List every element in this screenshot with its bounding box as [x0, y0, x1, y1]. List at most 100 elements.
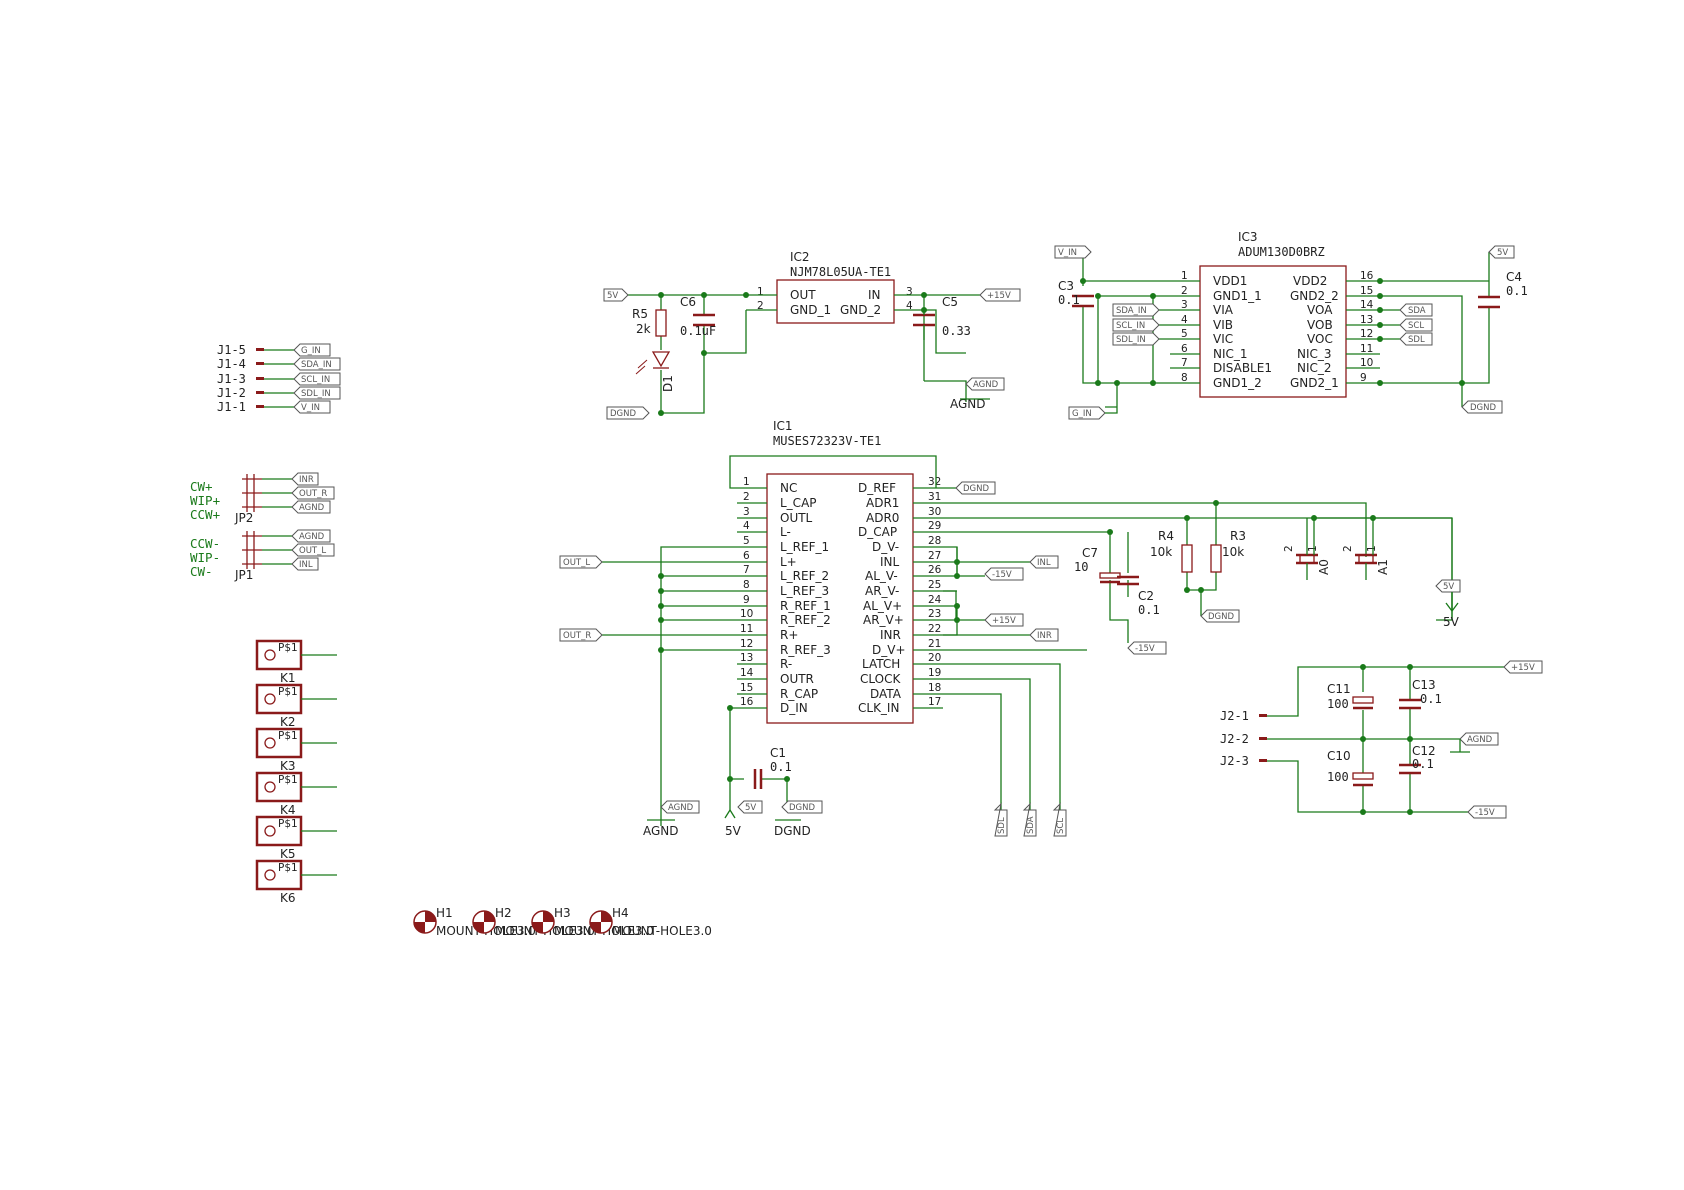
net-label-sdl: SDL	[1399, 332, 1433, 346]
svg-text:DGND: DGND	[610, 409, 636, 419]
svg-text:2: 2	[1181, 285, 1188, 297]
svg-text:1: 1	[1307, 545, 1319, 552]
j1-pin-2: J1-2	[217, 386, 246, 400]
net-label-plus15v: +15V	[1503, 660, 1543, 674]
svg-text:4: 4	[906, 300, 913, 312]
svg-text:C2: C2	[1138, 589, 1154, 603]
net-label-dgnd: DGND	[1200, 609, 1240, 623]
svg-text:L+: L+	[780, 555, 797, 569]
svg-text:SCL_IN: SCL_IN	[1116, 321, 1145, 331]
net-label-inr: INR	[1029, 628, 1059, 642]
pad-ref: K2	[280, 715, 296, 729]
pad-k1: P$1 K1	[255, 639, 337, 685]
capacitor-c10: C10 100	[1327, 749, 1374, 787]
net-label-agnd: AGND	[291, 529, 331, 543]
svg-text:LATCH: LATCH	[862, 657, 900, 671]
svg-text:20: 20	[928, 652, 941, 664]
svg-text:AGND: AGND	[973, 380, 999, 390]
svg-text:2: 2	[1342, 545, 1354, 552]
svg-text:10k: 10k	[1150, 545, 1172, 559]
svg-text:27: 27	[928, 550, 941, 562]
led-d1: D1	[635, 351, 675, 392]
svg-text:R5: R5	[632, 307, 648, 321]
svg-text:SCL: SCL	[1408, 321, 1424, 331]
svg-text:D_REF: D_REF	[858, 481, 896, 495]
svg-text:NIC_2: NIC_2	[1297, 361, 1332, 375]
net-label-minus15v: -15V	[1127, 641, 1167, 655]
ic3-ref: IC3	[1238, 230, 1258, 244]
svg-text:D_CAP: D_CAP	[858, 525, 897, 539]
svg-text:C7: C7	[1082, 546, 1098, 560]
svg-text:VOB: VOB	[1307, 318, 1333, 332]
svg-text:VDD1: VDD1	[1213, 274, 1247, 288]
power-input-j2: J2-1 J2-2 J2-3 +15V AGND -15V C11 100 C1…	[1220, 660, 1543, 819]
net-label-agnd: AGND	[291, 500, 331, 514]
svg-text:VOC: VOC	[1307, 332, 1333, 346]
svg-text:0.1: 0.1	[1138, 603, 1160, 617]
svg-text:2: 2	[1283, 545, 1295, 552]
j1-pin-mark	[256, 405, 264, 408]
svg-text:5V: 5V	[1443, 582, 1454, 592]
svg-text:GND_2: GND_2	[840, 303, 881, 317]
svg-text:2: 2	[757, 300, 764, 312]
capacitor-c11: C11 100	[1327, 682, 1374, 711]
svg-text:R-: R-	[780, 657, 792, 671]
j2-pin-2: J2-2	[1220, 732, 1249, 746]
svg-text:R_REF_2: R_REF_2	[780, 613, 831, 627]
ic1-ref: IC1	[773, 419, 793, 433]
net-label-5v: 5V	[737, 800, 763, 814]
svg-text:3: 3	[743, 506, 750, 518]
svg-text:R4: R4	[1158, 529, 1174, 543]
pad-k3: P$1 K3	[255, 727, 337, 773]
svg-text:3: 3	[1181, 299, 1188, 311]
jumper-jp2: CW+ WIP+ CCW+ JP2 INR OUT_R AGND	[190, 472, 335, 525]
net-label-5v: 5V	[1435, 579, 1461, 593]
net-label-sda-in: SDA_IN	[1112, 303, 1160, 317]
svg-text:NIC_1: NIC_1	[1213, 347, 1248, 361]
capacitor-c4: C4 0.1	[1478, 270, 1528, 309]
svg-text:29: 29	[928, 520, 941, 532]
capacitor-c12: C12 0.1	[1399, 744, 1436, 775]
svg-text:SDA: SDA	[1408, 306, 1426, 316]
j2-pin-3: J2-3	[1220, 754, 1249, 768]
j1-pin-5: J1-5	[217, 343, 246, 357]
net-label-5v: 5V	[603, 288, 629, 302]
svg-text:SDL: SDL	[997, 817, 1007, 834]
net-label-agnd: AGND	[660, 800, 700, 814]
pad-ref: K5	[280, 847, 296, 861]
svg-text:14: 14	[740, 667, 754, 679]
svg-text:CLK_IN: CLK_IN	[858, 701, 899, 715]
ic3-body	[1199, 265, 1347, 398]
mount-hole-h4: H4 MOUNT-HOLE3.0	[589, 906, 712, 938]
svg-text:+15V: +15V	[1511, 663, 1535, 673]
svg-text:V_IN: V_IN	[301, 403, 320, 413]
svg-text:D_V+: D_V+	[872, 643, 906, 657]
svg-text:26: 26	[928, 564, 942, 576]
svg-text:INL: INL	[1037, 558, 1051, 568]
svg-text:AR_V+: AR_V+	[863, 613, 904, 627]
svg-text:19: 19	[928, 667, 941, 679]
svg-text:5: 5	[743, 535, 750, 547]
ic1-value: MUSES72323V-TE1	[773, 434, 881, 448]
svg-text:7: 7	[743, 564, 750, 576]
net-label-sdl: SDL	[993, 802, 1008, 837]
resistor-r5: R5 2k	[632, 307, 667, 337]
svg-text:OUTL: OUTL	[780, 511, 813, 525]
resistor-r4: R4 10k	[1150, 529, 1193, 573]
svg-text:L_REF_3: L_REF_3	[780, 584, 829, 598]
ic1-body	[766, 473, 914, 724]
j1-pin-mark	[256, 391, 264, 394]
svg-text:28: 28	[928, 535, 941, 547]
svg-text:ADR0: ADR0	[866, 511, 899, 525]
mounting-holes: H1 MOUNT-HOLE3.0 H2 MOUNT-HOLE3.0 H3 MOU…	[413, 906, 712, 938]
j1-pin-mark	[256, 348, 264, 351]
svg-text:1: 1	[757, 286, 764, 298]
svg-text:1: 1	[1181, 270, 1188, 282]
svg-text:2k: 2k	[636, 322, 651, 336]
svg-text:SDA: SDA	[1026, 816, 1036, 834]
svg-text:DATA: DATA	[870, 687, 902, 701]
svg-text:P$1: P$1	[278, 774, 298, 786]
